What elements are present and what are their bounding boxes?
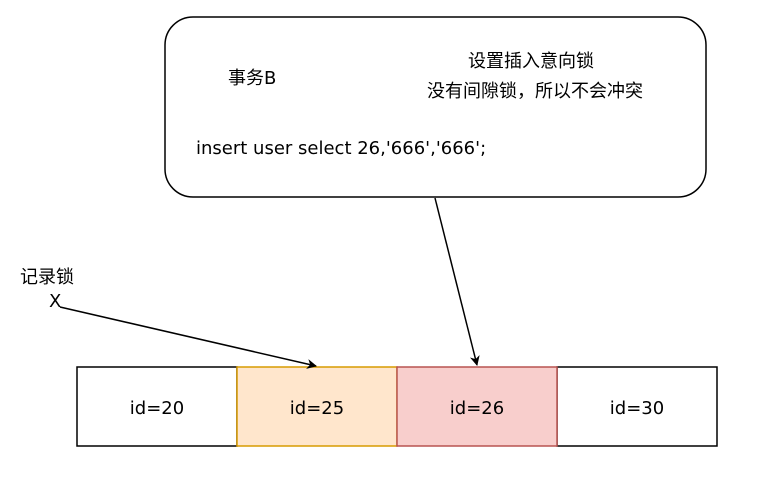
record-cell-id-25-box [236, 366, 398, 447]
record-cell-id-26-label: id=26 [450, 398, 504, 419]
transaction-b-title: 事务B [228, 68, 276, 89]
record-cell-id-30: id=30 [556, 366, 718, 447]
record-cell-id-20-box [76, 366, 238, 447]
record-cell-id-30-box [556, 366, 718, 447]
record-cell-id-20: id=20 [76, 366, 238, 447]
record-lock-arrow [59, 306, 317, 369]
record-cell-id-25-label: id=25 [290, 398, 344, 419]
record-cell-id-26: id=26 [396, 366, 558, 447]
transaction-b-callout [164, 16, 707, 198]
record-lock-label: 记录锁 [20, 267, 74, 288]
record-cell-id-30-label: id=30 [610, 398, 664, 419]
record-cell-id-25: id=25 [236, 366, 398, 447]
record-cell-id-20-label: id=20 [130, 398, 184, 419]
record-lock-marker: X [49, 291, 61, 312]
record-cell-id-26-box [396, 366, 558, 447]
insert-sql-statement: insert user select 26,'666','666'; [196, 138, 486, 159]
index-records-row: id=20 id=30 id=25 id=26 [76, 366, 718, 447]
insert-intention-note-line2: 没有间隙锁，所以不会冲突 [427, 81, 643, 102]
insert-intention-note-line1: 设置插入意向锁 [468, 51, 594, 72]
insert-intention-arrow [434, 197, 480, 366]
